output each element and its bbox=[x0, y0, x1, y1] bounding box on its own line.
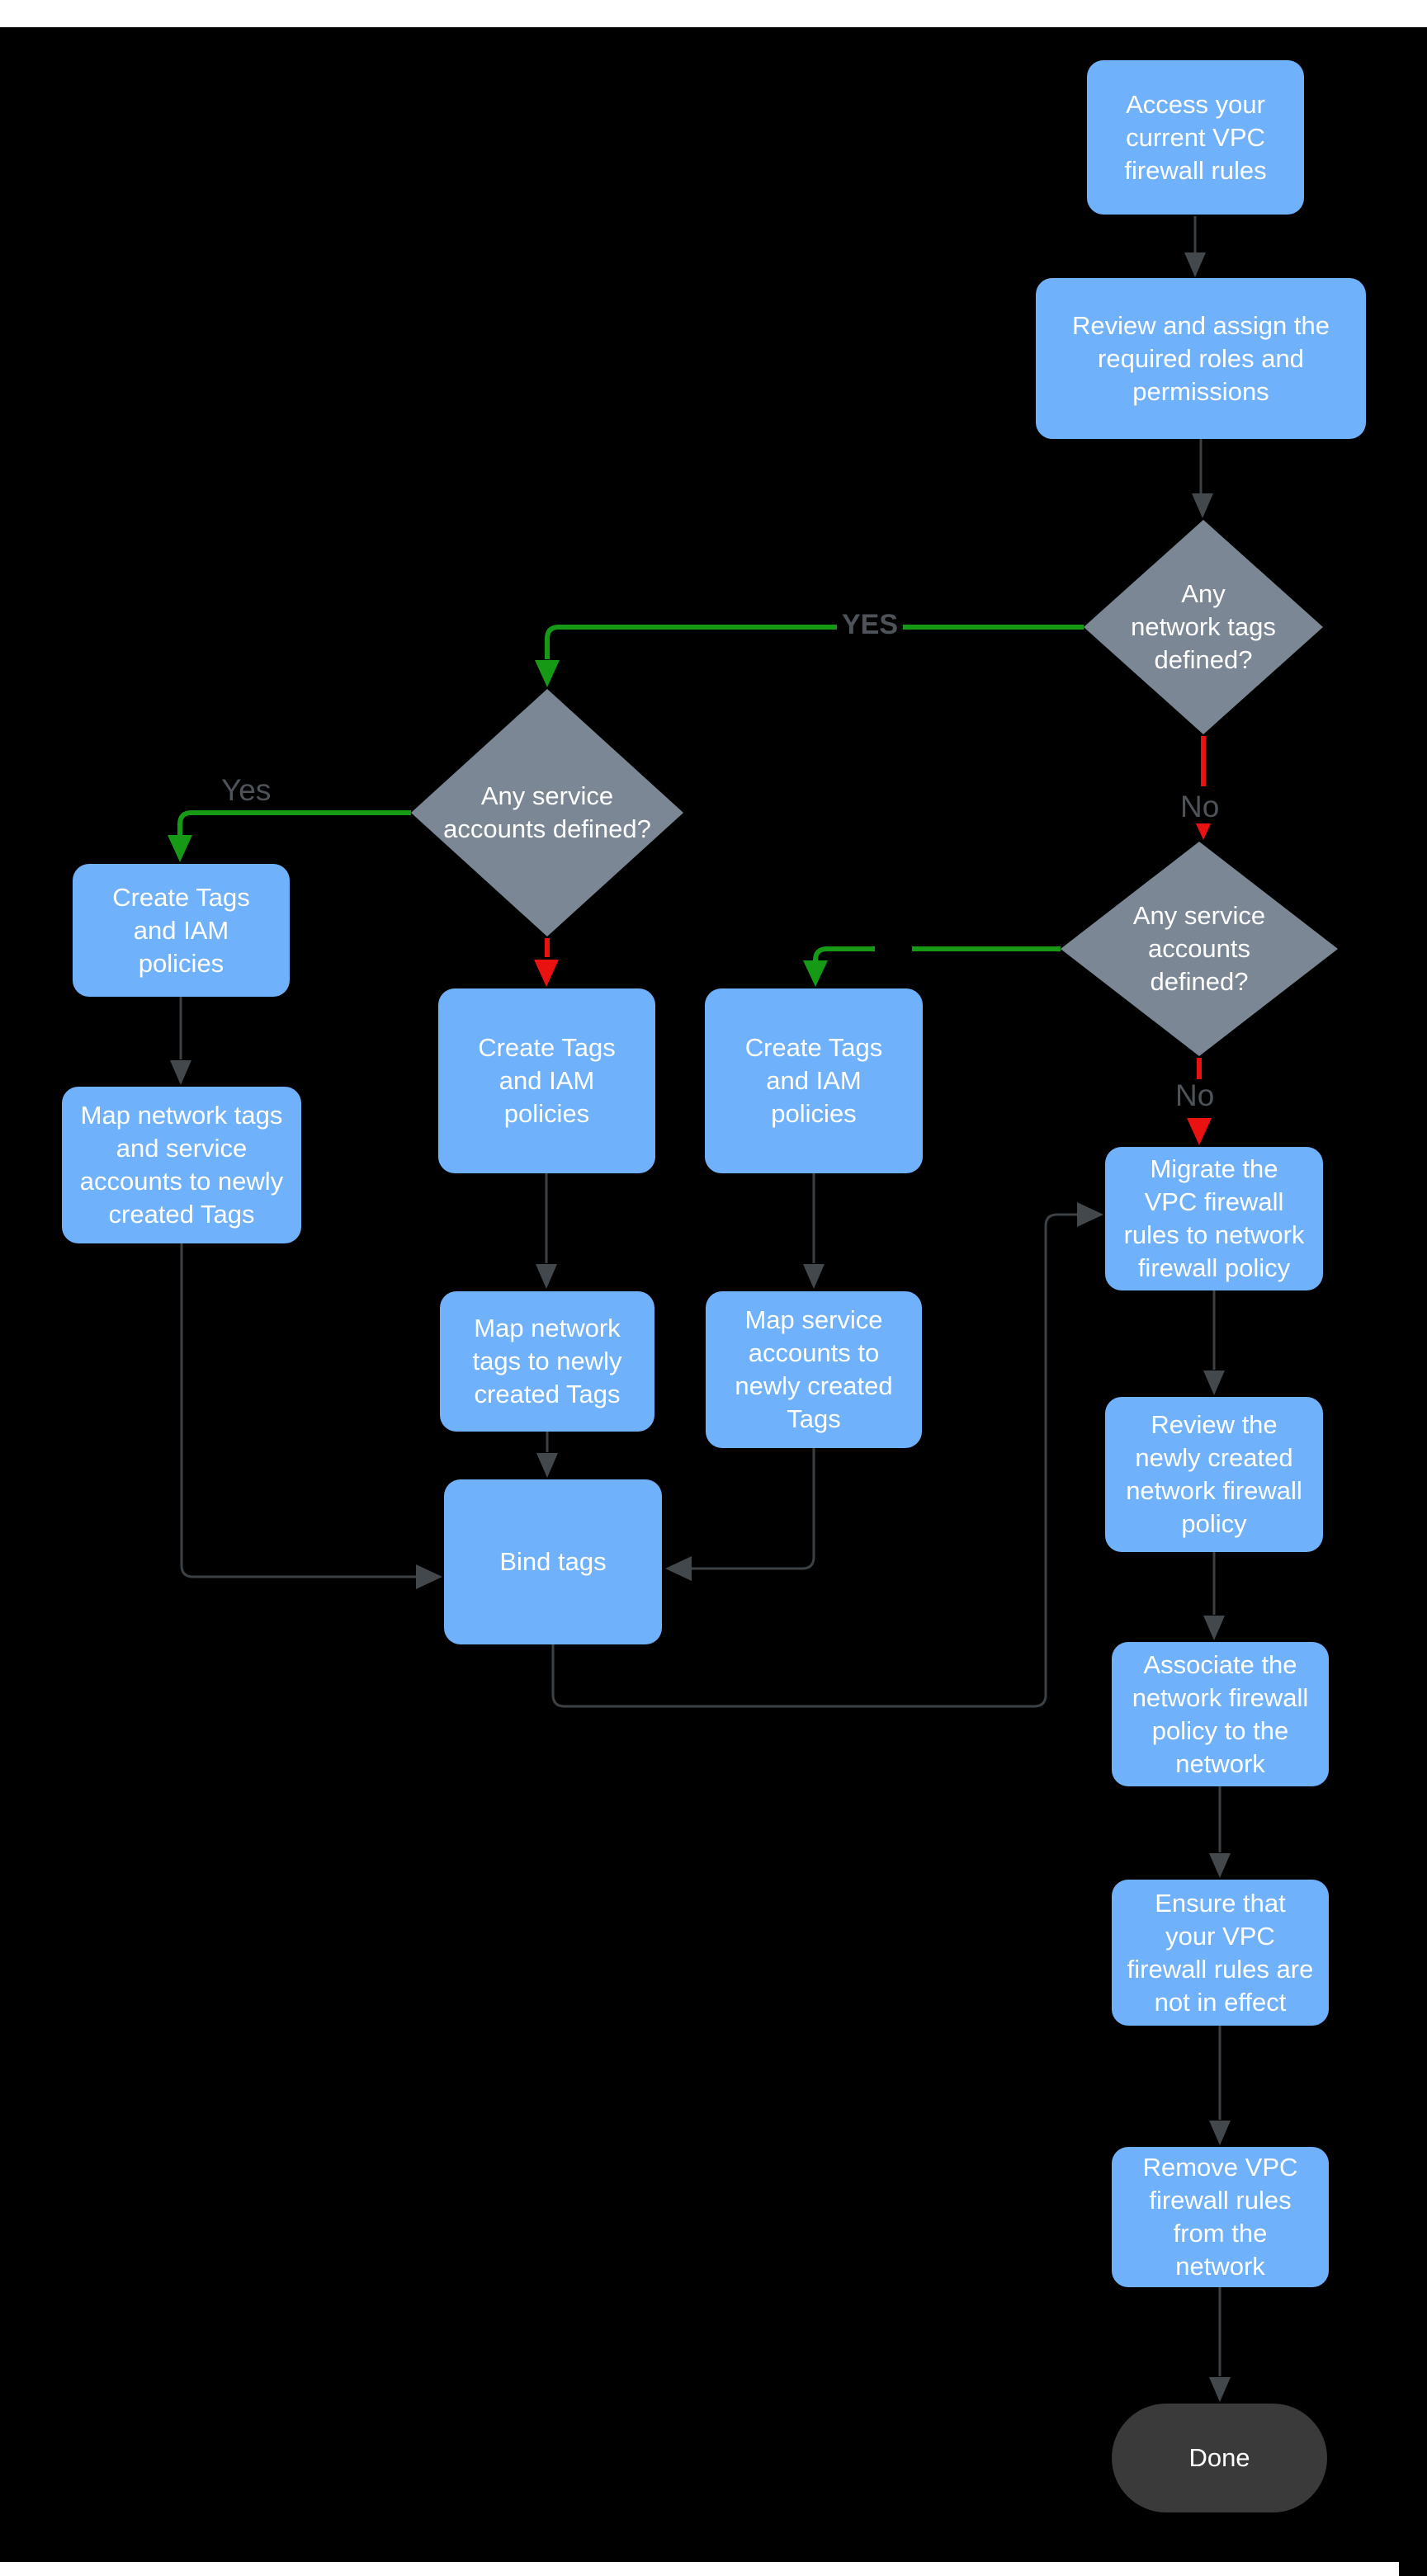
edge-createright-mapright-arrowhead bbox=[803, 1264, 825, 1289]
node-review-roles: Review and assign the required roles and… bbox=[1036, 278, 1366, 439]
edge-migrate-reviewpolicy-arrowhead bbox=[1203, 1371, 1225, 1395]
edge-decision3-createright-yes-arrowhead bbox=[803, 960, 828, 987]
edge-reviewpolicy-associate-arrowhead bbox=[1203, 1616, 1225, 1640]
edge-bindtags-migrate-arrowhead bbox=[1077, 1202, 1103, 1227]
edge-decision1-decision2-yes-arrowhead bbox=[535, 660, 560, 687]
edge-label-no-top: No bbox=[1175, 790, 1225, 823]
edge-label-yes: Yes bbox=[221, 773, 272, 807]
edge-decision2-createleft-yes-arrowhead bbox=[168, 835, 192, 862]
edge-mapright-bindtags-arrowhead bbox=[665, 1556, 692, 1581]
edge-label-yes-caps: YES bbox=[837, 608, 904, 641]
edge-mapleft-bindtags-arrowhead bbox=[416, 1564, 442, 1589]
node-access-vpc-rules: Access your current VPC firewall rules bbox=[1087, 60, 1304, 215]
edge-associate-ensure-arrowhead bbox=[1209, 1853, 1231, 1878]
edge-decision3-migrate-no-arrowhead bbox=[1187, 1118, 1212, 1145]
node-migrate: Migrate the VPC firewall rules to networ… bbox=[1105, 1147, 1323, 1290]
edge-decision2-createleft-yes bbox=[177, 810, 411, 835]
node-ensure: Ensure that your VPC firewall rules are … bbox=[1112, 1880, 1329, 2026]
edge-decision1-decision2-yes bbox=[545, 625, 1084, 659]
node-map-service-right: Map service accounts to newly created Ta… bbox=[706, 1291, 922, 1448]
node-remove: Remove VPC firewall rules from the netwo… bbox=[1112, 2147, 1329, 2287]
decision-service-accounts-left-shape bbox=[411, 689, 683, 937]
node-associate: Associate the network firewall policy to… bbox=[1112, 1642, 1329, 1786]
node-create-tags-center: Create Tags and IAM policies bbox=[438, 988, 655, 1173]
decision-network-tags-label: Any network tags defined? bbox=[1131, 579, 1276, 674]
edge-createcenter-mapcenter-arrowhead bbox=[536, 1264, 557, 1289]
bottom-white-bar bbox=[0, 2562, 1399, 2576]
node-bind-tags: Bind tags bbox=[444, 1479, 662, 1644]
node-map-both-left: Map network tags and service accounts to… bbox=[62, 1087, 301, 1243]
edge-access-review-arrowhead bbox=[1184, 252, 1206, 277]
edge-createleft-mapleft-arrowhead bbox=[170, 1060, 191, 1085]
decision-service-accounts-right-label: Any service accounts defined? bbox=[1132, 901, 1266, 996]
edge-decision2-createcenter-no-arrowhead bbox=[534, 960, 559, 987]
top-white-bar bbox=[0, 0, 1427, 27]
edge-mapcenter-bindtags-arrowhead bbox=[536, 1453, 558, 1478]
edge-mapright-bindtags bbox=[690, 1448, 815, 1570]
decision-service-accounts-right-shape bbox=[1061, 842, 1338, 1056]
edge-decision3-createright-yes-segment2 bbox=[813, 946, 875, 962]
node-review-policy: Review the newly created network firewal… bbox=[1105, 1397, 1323, 1552]
edge-review-decision1-arrowhead bbox=[1192, 493, 1213, 518]
edge-bindtags-migrate bbox=[551, 1213, 1077, 1708]
decision-service-accounts-left-label: Any service accounts defined? bbox=[443, 781, 651, 843]
node-create-tags-left: Create Tags and IAM policies bbox=[73, 864, 290, 997]
node-map-network-center: Map network tags to newly created Tags bbox=[440, 1291, 654, 1432]
node-done: Done bbox=[1112, 2404, 1327, 2512]
edge-mapleft-bindtags bbox=[180, 1243, 416, 1578]
edge-remove-done-arrowhead bbox=[1209, 2377, 1231, 2402]
decision-network-tags-shape bbox=[1084, 520, 1323, 734]
node-create-tags-right: Create Tags and IAM policies bbox=[705, 988, 923, 1173]
edge-ensure-remove-arrowhead bbox=[1209, 2121, 1231, 2145]
edge-label-no-bottom: No bbox=[1170, 1079, 1220, 1112]
